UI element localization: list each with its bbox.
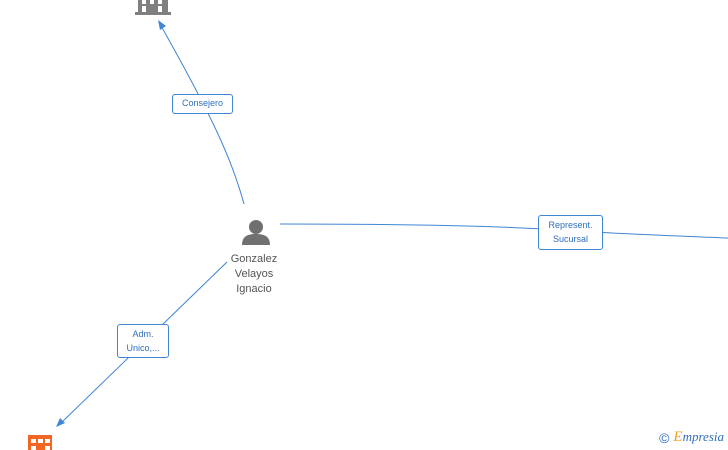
copyright-symbol: © (659, 429, 670, 446)
person-name-line: Ignacio (236, 283, 272, 295)
edge-label-consejero[interactable]: Consejero (172, 94, 233, 114)
person-name-line: Velayos (234, 268, 274, 280)
brand-logo: Empresia (673, 429, 724, 446)
edge-label-text: Adm. (132, 329, 154, 339)
company-building-bottom-left[interactable] (28, 435, 52, 450)
arrowhead-adm (56, 418, 65, 427)
company-building-top[interactable] (135, 0, 171, 15)
edge-label-adm[interactable]: Adm. Unico,... (117, 324, 169, 358)
edge-label-text: Unico,... (126, 343, 160, 353)
brand-watermark: © Empresia (659, 429, 724, 446)
edge-consejero (159, 23, 245, 205)
person-name[interactable]: Gonzalez Velayos Ignacio (214, 252, 294, 297)
person-icon[interactable] (242, 220, 270, 245)
person-name-line: Gonzalez (230, 253, 278, 265)
edge-represent (279, 223, 728, 239)
edge-label-text: Represent. (548, 220, 593, 230)
brand-initial: E (673, 429, 683, 445)
brand-name: mpresia (682, 429, 724, 444)
edge-label-text: Sucursal (552, 234, 588, 244)
edge-label-represent[interactable]: Represent. Sucursal (538, 215, 603, 250)
edge-label-text: Consejero (181, 98, 224, 108)
arrowhead-consejero (158, 20, 166, 30)
